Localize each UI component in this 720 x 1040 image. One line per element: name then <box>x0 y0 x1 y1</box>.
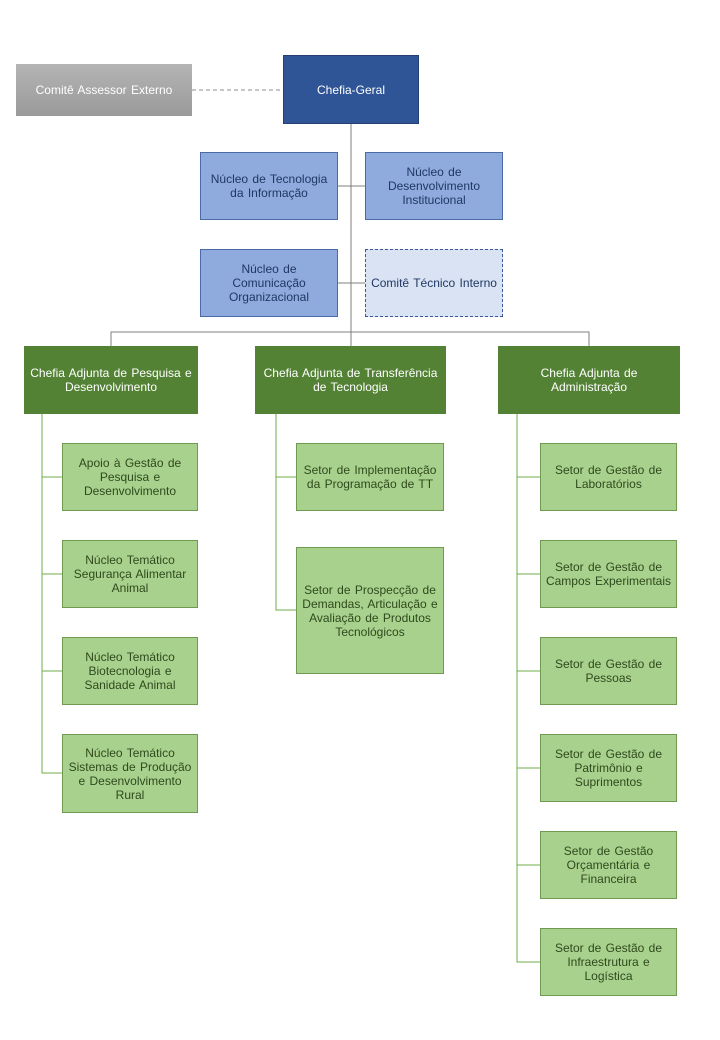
pd-unit-label: Apoio à Gestão de Pesquisa e Desenvolvim… <box>78 456 182 498</box>
adm-unit-label: Setor de Gestão de Campos Experimentais <box>545 560 672 588</box>
tt-unit-label: Setor de Implementação da Programação de… <box>303 463 437 491</box>
head-office-box: Chefia-Geral <box>283 55 419 124</box>
adm-unit-label: Setor de Gestão de Patrimônio e Suprimen… <box>554 747 663 789</box>
internal-committee-label: Comitê Técnico Interno <box>371 276 497 290</box>
pd-unit-box: Núcleo Temático Sistemas de Produção e D… <box>62 734 198 813</box>
external-committee-label: Comitê Assessor Externo <box>35 83 173 97</box>
deputy-heads-bar <box>110 331 590 346</box>
internal-committee-box: Comitê Técnico Interno <box>365 249 503 317</box>
deputy-head-pd-label: Chefia Adjunta de Pesquisa e Desenvolvim… <box>30 366 192 394</box>
it-nucleus-label: Núcleo de Tecnologia da Informação <box>210 172 328 200</box>
adm-unit-box: Setor de Gestão de Infraestrutura e Logí… <box>540 928 677 996</box>
pd-unit-box: Apoio à Gestão de Pesquisa e Desenvolvim… <box>62 443 198 511</box>
tt-unit-box: Setor de Implementação da Programação de… <box>296 443 444 511</box>
pd-unit-box: Núcleo Temático Biotecnologia e Sanidade… <box>62 637 198 705</box>
adm-unit-box: Setor de Gestão de Laboratórios <box>540 443 677 511</box>
head-office-label: Chefia-Geral <box>316 82 386 97</box>
it-nucleus-box: Núcleo de Tecnologia da Informação <box>200 152 338 220</box>
pd-unit-label: Núcleo Temático Segurança Alimentar Anim… <box>73 553 187 595</box>
branch-pd-tree <box>41 414 62 774</box>
adm-unit-box: Setor de Gestão de Campos Experimentais <box>540 540 677 608</box>
institutional-dev-nucleus-box: Núcleo de Desenvolvimento Institucional <box>365 152 503 220</box>
external-committee-box: Comitê Assessor Externo <box>16 64 192 116</box>
adm-unit-label: Setor de Gestão de Laboratórios <box>554 463 663 491</box>
deputy-head-tt-label: Chefia Adjunta de Transferência de Tecno… <box>263 366 438 394</box>
pd-unit-label: Núcleo Temático Sistemas de Produção e D… <box>68 745 192 802</box>
communication-nucleus-box: Núcleo de Comunicação Organizacional <box>200 249 338 317</box>
pd-unit-box: Núcleo Temático Segurança Alimentar Anim… <box>62 540 198 608</box>
tt-unit-label: Setor de Prospecção de Demandas, Articul… <box>302 582 438 639</box>
deputy-head-tt-box: Chefia Adjunta de Transferência de Tecno… <box>255 346 446 414</box>
adm-unit-label: Setor de Gestão Orçamentária e Financeir… <box>563 844 654 886</box>
adm-unit-box: Setor de Gestão de Pessoas <box>540 637 677 705</box>
deputy-head-pd-box: Chefia Adjunta de Pesquisa e Desenvolvim… <box>24 346 198 414</box>
adm-unit-label: Setor de Gestão de Pessoas <box>554 657 663 685</box>
deputy-head-adm-label: Chefia Adjunta de Administração <box>540 366 638 394</box>
branch-tt-tree <box>275 414 296 611</box>
adm-unit-box: Setor de Gestão de Patrimônio e Suprimen… <box>540 734 677 802</box>
institutional-dev-nucleus-label: Núcleo de Desenvolvimento Institucional <box>387 165 481 207</box>
tt-unit-box: Setor de Prospecção de Demandas, Articul… <box>296 547 444 674</box>
adm-unit-label: Setor de Gestão de Infraestrutura e Logí… <box>554 941 663 983</box>
communication-nucleus-label: Núcleo de Comunicação Organizacional <box>228 262 310 304</box>
branch-adm-tree <box>516 414 540 963</box>
deputy-head-adm-box: Chefia Adjunta de Administração <box>498 346 680 414</box>
pd-unit-label: Núcleo Temático Biotecnologia e Sanidade… <box>84 650 176 692</box>
adm-unit-box: Setor de Gestão Orçamentária e Financeir… <box>540 831 677 899</box>
